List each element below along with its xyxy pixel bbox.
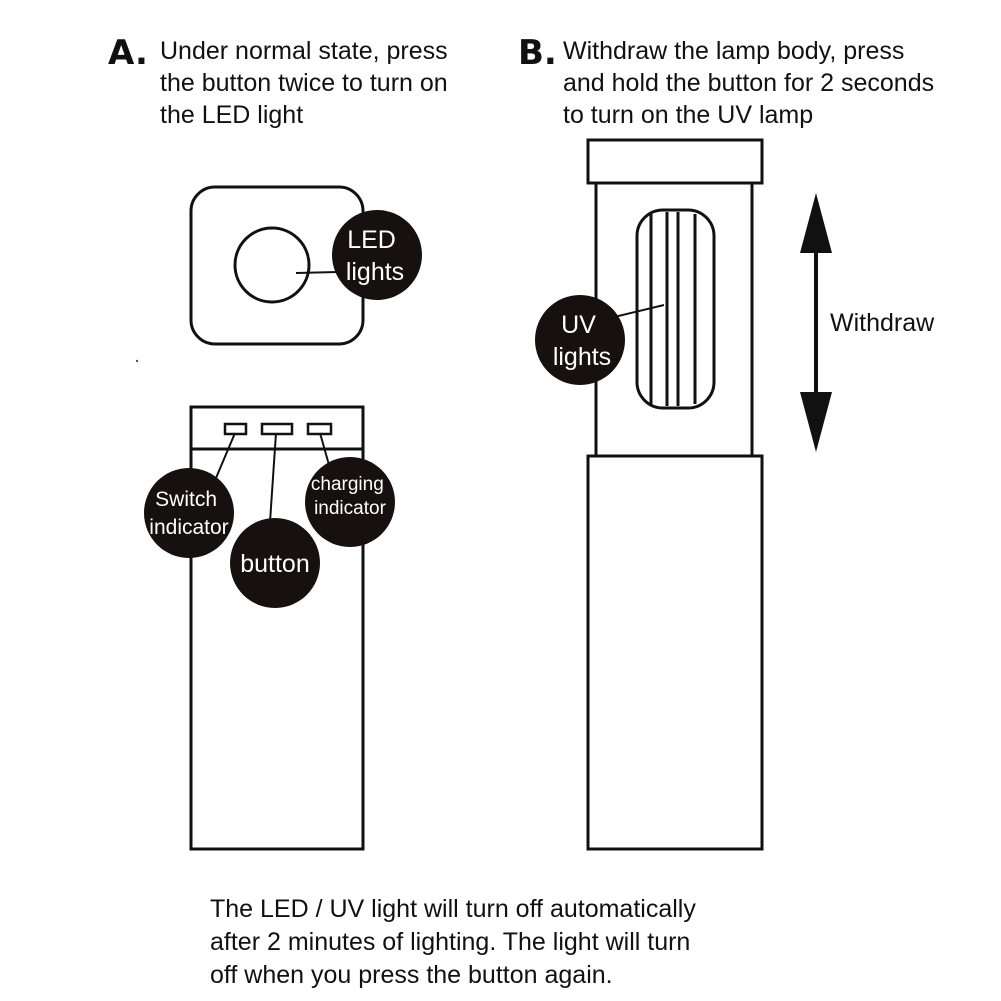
speck [135,359,139,363]
step-a-line-3: the LED light [160,101,304,129]
step-b-line-2: and hold the button for 2 seconds [563,69,935,97]
uv-lamp-tube [635,208,716,410]
led-lights-label-1: LED [347,226,396,254]
switch-leader-line [215,432,236,479]
led-lights-bubble [332,210,422,300]
step-a-instructions: Under normal state, press the button twi… [160,35,448,131]
svg-text:charging indicator: charging indicator [311,474,389,519]
step-b-letter: B. [518,33,557,73]
switch-indicator-label-2: indicator [149,516,228,539]
lamp-body-a [189,405,365,851]
button-slot [260,422,294,436]
footer-line-3: off when you press the button again. [210,961,613,989]
button-bubble [230,518,320,608]
lamp-body-b-lower [586,454,764,851]
withdraw-arrow-down-icon [800,392,832,452]
led-lights-label-2: lights [346,258,404,286]
switch-indicator-label-1: Switch [155,488,217,511]
charging-indicator-label-1: charging [311,474,384,495]
step-b-line-1: Withdraw the lamp body, press [563,37,905,65]
footer-note: The LED / UV light will turn off automat… [210,893,696,992]
switch-indicator-slot [223,422,248,436]
led-light-lens [233,226,311,304]
step-a-letter: A. [108,33,148,73]
button-leader-line [269,432,277,523]
withdraw-arrow-up-icon [800,193,832,253]
step-a-line-2: the button twice to turn on [160,69,448,97]
step-b-line-3: to turn on the UV lamp [563,101,814,129]
step-b-instructions: Withdraw the lamp body, press and hold t… [563,35,934,131]
svg-text:UV lights: UV lights [553,311,611,371]
lamp-body-b-cap [586,138,764,185]
footer-line-1: The LED / UV light will turn off automat… [210,895,696,923]
uv-lights-label-2: lights [553,343,611,371]
svg-text:Switch indicator: Switch indicator [149,488,228,539]
button-label: button [240,550,310,578]
footer-line-2: after 2 minutes of lighting. The light w… [210,928,691,956]
charging-indicator-label-2: indicator [314,498,386,519]
uv-leader-line [609,304,665,319]
svg-text:LED lights: LED lights [346,226,404,286]
led-leader-line [295,271,339,274]
uv-lights-bubble [535,295,625,385]
switch-indicator-bubble [144,468,234,558]
uv-lights-label-1: UV [561,311,596,339]
charging-indicator-slot [306,422,333,436]
charging-indicator-bubble [305,457,395,547]
step-a-line-1: Under normal state, press [160,37,448,65]
withdraw-label: Withdraw [830,309,935,337]
